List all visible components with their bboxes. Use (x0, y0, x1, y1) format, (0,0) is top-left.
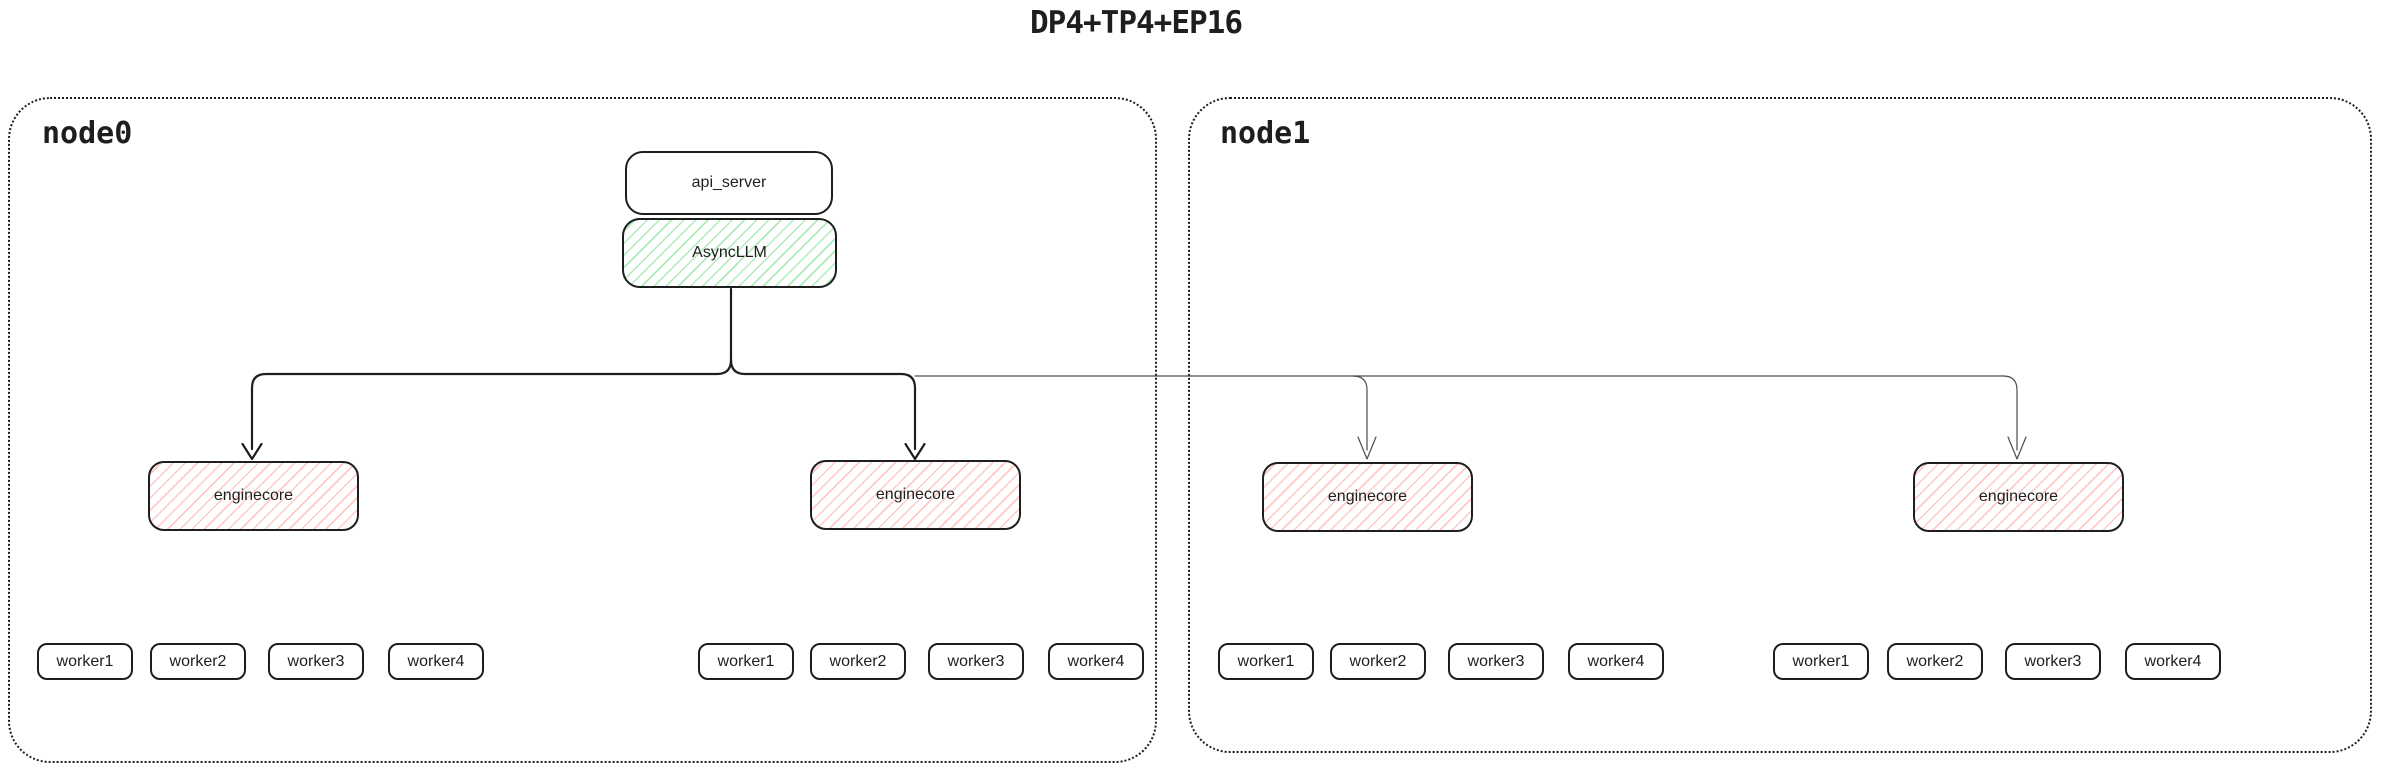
cross-node-thin-line (914, 375, 2018, 451)
arrowhead-enginecore2 (904, 442, 926, 461)
branch-left-thick (250, 358, 733, 451)
worker-box: worker4 (388, 643, 484, 680)
worker-box: worker1 (1218, 643, 1314, 680)
worker-box: worker3 (1448, 643, 1544, 680)
arrowhead-enginecore1 (241, 442, 263, 461)
worker-box: worker3 (2005, 643, 2101, 680)
worker-box: worker2 (1330, 643, 1426, 680)
node0-container (8, 97, 1157, 763)
enginecore-box-node0-1: enginecore (148, 461, 359, 531)
worker-box: worker1 (698, 643, 794, 680)
branch-right-thick (729, 358, 917, 451)
node1-container (1188, 97, 2372, 753)
branch-thin-enginecore3 (1352, 375, 1368, 451)
worker-box: worker3 (928, 643, 1024, 680)
diagram-title: DP4+TP4+EP16 (1030, 5, 1243, 41)
enginecore-box-node0-2: enginecore (810, 460, 1021, 530)
node1-label: node1 (1220, 116, 1311, 151)
enginecore-box-node1-2: enginecore (1913, 462, 2124, 532)
worker-box: worker3 (268, 643, 364, 680)
api-server-label: api_server (691, 174, 767, 191)
enginecore-label: enginecore (213, 487, 294, 504)
worker-box: worker2 (150, 643, 246, 680)
enginecore-label: enginecore (1327, 488, 1408, 505)
worker-box: worker4 (2125, 643, 2221, 680)
arrowhead-enginecore4 (2007, 436, 2027, 460)
arrowhead-enginecore3 (1357, 436, 1377, 460)
worker-box: worker1 (37, 643, 133, 680)
asyncllm-box: AsyncLLM (622, 218, 837, 288)
worker-box: worker4 (1568, 643, 1664, 680)
asyncllm-label: AsyncLLM (692, 244, 767, 261)
enginecore-label: enginecore (875, 486, 956, 503)
node0-label: node0 (42, 116, 133, 151)
worker-box: worker2 (810, 643, 906, 680)
enginecore-label: enginecore (1978, 488, 2059, 505)
worker-box: worker4 (1048, 643, 1144, 680)
enginecore-box-node1-1: enginecore (1262, 462, 1473, 532)
api-server-box: api_server (625, 151, 833, 215)
worker-box: worker2 (1887, 643, 1983, 680)
worker-box: worker1 (1773, 643, 1869, 680)
